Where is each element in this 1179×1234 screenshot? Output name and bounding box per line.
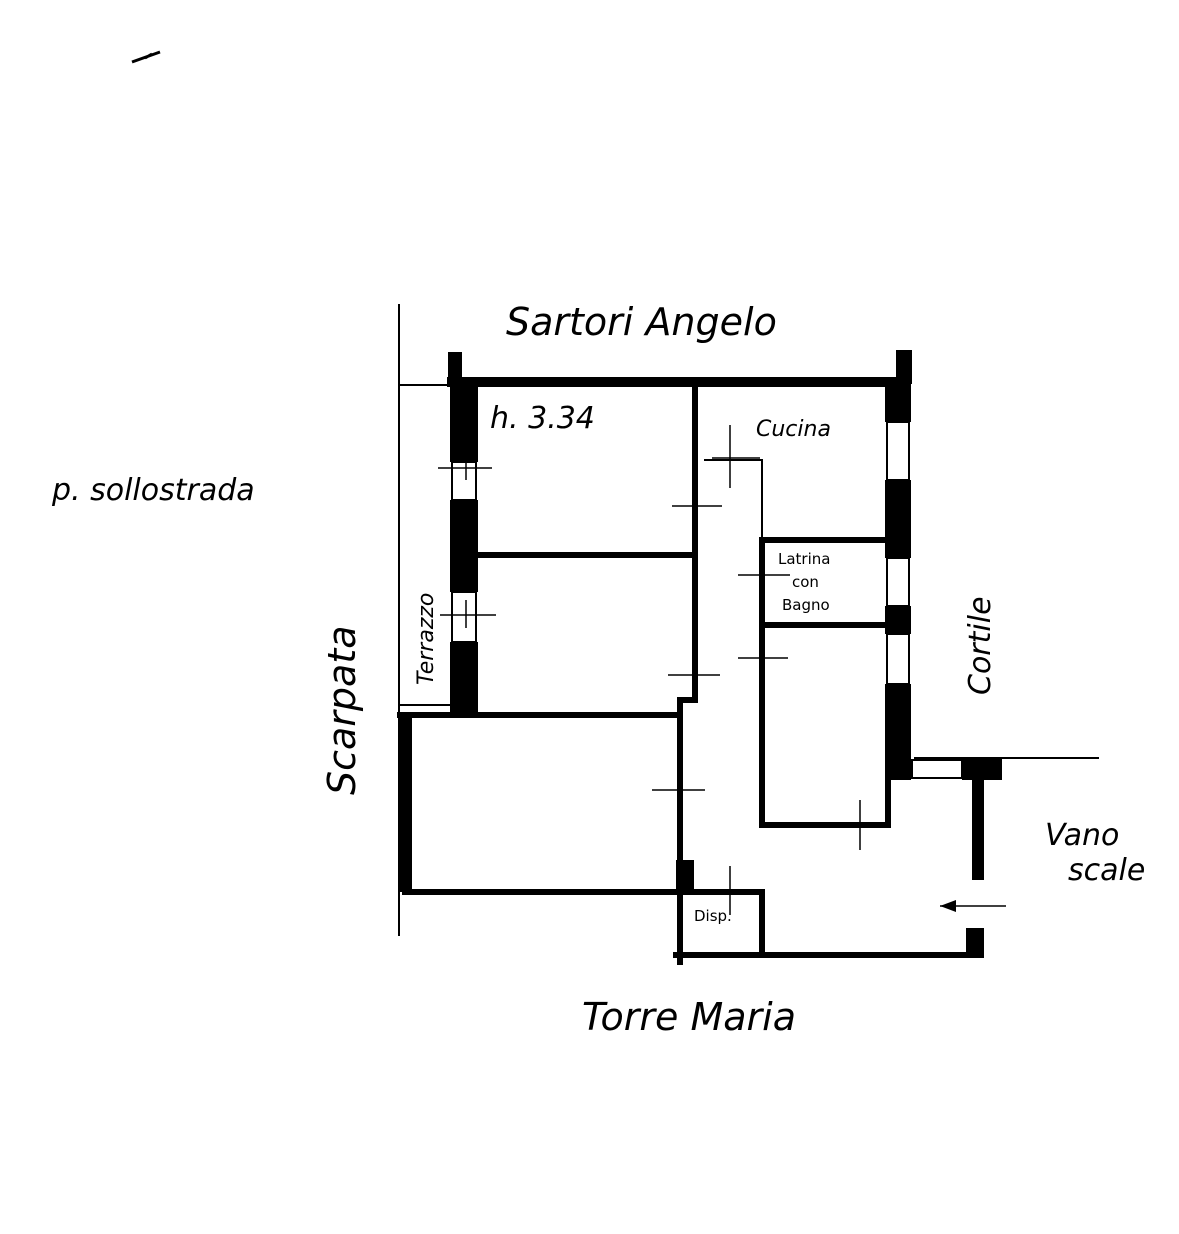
south-neighbor-label: Torre Maria <box>582 995 796 1039</box>
stairwell-label-1: Vano <box>1045 818 1119 853</box>
storage-label: Disp. <box>694 907 732 925</box>
east-wall-3 <box>885 606 911 634</box>
west-window-2 <box>451 591 477 643</box>
height-label: h. 3.34 <box>490 401 595 436</box>
corridor-pier <box>676 860 694 892</box>
stairwell-window <box>911 759 963 779</box>
east-wall-1 <box>885 382 911 422</box>
east-window-1 <box>886 421 910 481</box>
east-window-3 <box>886 633 910 685</box>
arrow-head <box>940 900 956 912</box>
lower-room-west-wall <box>400 712 412 892</box>
stairwell-wall <box>972 778 984 880</box>
kitchen-label: Cucina <box>756 417 831 442</box>
east-wall-2 <box>885 480 911 558</box>
west-side-label: Scarpata <box>320 625 364 795</box>
east-window-2 <box>886 557 910 607</box>
corridor-kitchen-wall <box>704 459 763 546</box>
bathroom-label-1: Latrina <box>778 550 830 568</box>
pen-mark <box>131 50 161 64</box>
bathroom-label-2: con <box>792 573 819 591</box>
corridor-west-wall <box>677 697 698 965</box>
bathroom-label-3: Bagno <box>782 596 830 614</box>
west-wall-lower <box>450 642 478 714</box>
west-wall-mid <box>450 500 478 592</box>
east-wall-4 <box>885 684 911 780</box>
east-side-label: Cortile <box>963 596 998 695</box>
floor-name-label: p. sollostrada <box>51 473 255 508</box>
north-wall-cap-right <box>896 350 912 384</box>
terrace-label: Terrazzo <box>414 593 439 685</box>
north-neighbor-label: Sartori Angelo <box>506 300 777 344</box>
west-wall-upper <box>450 382 478 462</box>
north-wall-cap-left <box>448 352 462 384</box>
south-wall-corner <box>966 928 984 958</box>
door-marks <box>438 425 861 915</box>
lower-east-room-walls <box>759 777 891 828</box>
stairwell-wall-top <box>962 758 1002 780</box>
storage-walls <box>677 889 765 953</box>
stairwell-label-2: scale <box>1068 853 1145 888</box>
